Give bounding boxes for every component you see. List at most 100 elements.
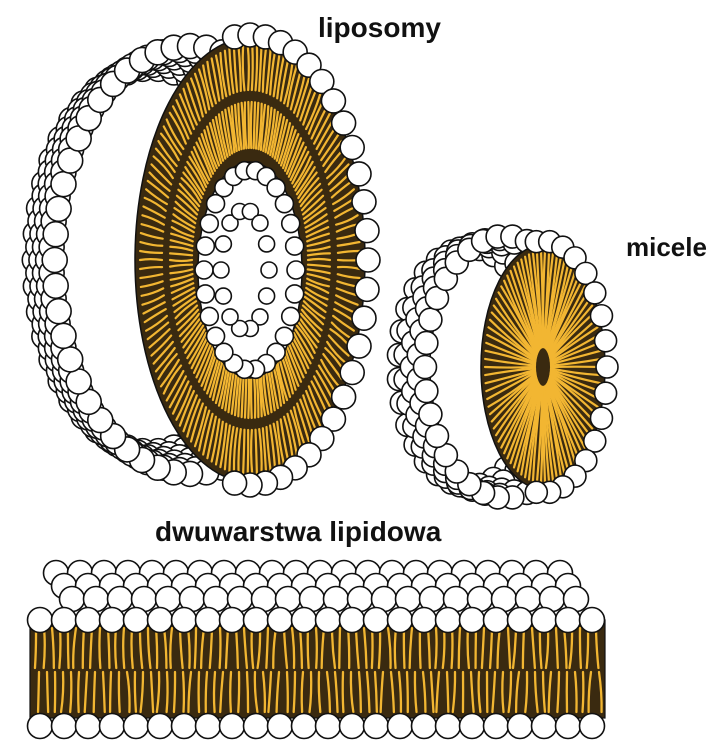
lipid-tail (156, 628, 157, 668)
lipid-head (51, 323, 76, 348)
lipid-tail (94, 672, 95, 712)
lipid-tail (287, 672, 288, 712)
lipid-head (532, 608, 557, 633)
lipid-head (207, 327, 225, 345)
lipid-tail (256, 430, 257, 475)
lipid-head (244, 608, 269, 633)
lipid-head (222, 309, 238, 325)
lipid-tail (83, 628, 84, 668)
lipid-head (76, 608, 101, 633)
lipid-head (460, 714, 485, 739)
lipid-tail (459, 628, 460, 668)
lipid-bilayer-diagram (28, 561, 606, 739)
lipid-head (596, 356, 618, 378)
lipid-tail (254, 102, 255, 148)
lipid-tail (78, 672, 79, 712)
lipid-tail (44, 628, 45, 668)
lipid-head (590, 407, 612, 429)
lipid-head (100, 608, 125, 633)
lipid-head (172, 608, 197, 633)
lipid-head (415, 380, 438, 403)
lipid-head (76, 714, 101, 739)
lipid-head (261, 262, 277, 278)
lipid-tail (115, 628, 116, 668)
lipid-tail (248, 372, 249, 418)
lipid-tail (468, 628, 469, 668)
lipid-tail (214, 672, 215, 712)
lipid-tail (502, 672, 503, 712)
lipid-tail (170, 260, 192, 261)
lipid-head (436, 608, 461, 633)
lipid-head (244, 714, 269, 739)
lipid-head (595, 382, 617, 404)
lipid-head (268, 714, 293, 739)
lipid-tail (99, 628, 100, 668)
lipid-head (340, 608, 365, 633)
lipid-head (590, 305, 612, 327)
lipid-tail (485, 367, 535, 368)
lipid-head (412, 714, 437, 739)
lipid-head (316, 714, 341, 739)
lipid-head (207, 195, 225, 213)
lipid-head (508, 608, 533, 633)
lipid-tail (420, 628, 421, 668)
lipid-tail (339, 628, 340, 668)
lipid-head (436, 714, 461, 739)
lipid-tail (135, 672, 136, 712)
lipid-tail (59, 628, 60, 668)
lipid-head (42, 248, 67, 273)
lipid-tail (206, 672, 207, 712)
lipid-head (340, 714, 365, 739)
lipid-head (215, 236, 231, 252)
lipid-head (332, 111, 356, 135)
lipid-head (556, 608, 581, 633)
lipid-head (347, 334, 371, 358)
lipid-tail (395, 628, 396, 668)
lipid-tail (230, 672, 231, 712)
lipid-head (340, 136, 364, 160)
lipid-tail (407, 672, 408, 712)
lipid-head (282, 215, 300, 233)
liposome-diagram (22, 23, 380, 497)
lipid-tail (452, 628, 453, 668)
lipid-tail (294, 672, 295, 712)
lipid-head (584, 282, 606, 304)
lipid-head (364, 714, 389, 739)
lipid-head (414, 356, 437, 379)
lipid-tail (243, 430, 244, 475)
lipid-tail (248, 45, 249, 90)
lipid-tail (348, 628, 349, 668)
lipid-tail (343, 672, 344, 712)
lipid-head (580, 714, 605, 739)
lipid-head (148, 608, 173, 633)
lipid-head (532, 714, 557, 739)
lipid-tail (404, 628, 405, 668)
lipid-head (58, 148, 83, 173)
lipid-head (43, 273, 68, 298)
lipid-tail (447, 672, 448, 712)
lipid-head (215, 343, 233, 361)
lipid-head (220, 714, 245, 739)
lipid-tail (167, 672, 168, 712)
lipid-tail (248, 102, 249, 148)
lipid-head (484, 608, 509, 633)
lipid-head (267, 179, 285, 197)
lipid-head (286, 237, 304, 255)
lipid-tail (70, 672, 71, 712)
lipid-head (352, 306, 376, 330)
lipid-head (200, 215, 218, 233)
lipid-head (196, 714, 221, 739)
lipid-head (425, 424, 448, 447)
lipid-tail (580, 628, 581, 668)
lipid-tail (47, 672, 48, 712)
lipid-head (332, 385, 356, 409)
lipid-head (43, 222, 68, 247)
lipid-head (419, 308, 442, 331)
lipid-head (275, 195, 293, 213)
lipid-tail (251, 372, 252, 418)
lipid-head (66, 369, 91, 394)
lipid-tail (316, 628, 317, 668)
lipid-tail (523, 628, 524, 668)
lipid-head (460, 608, 485, 633)
lipid-head (51, 172, 76, 197)
